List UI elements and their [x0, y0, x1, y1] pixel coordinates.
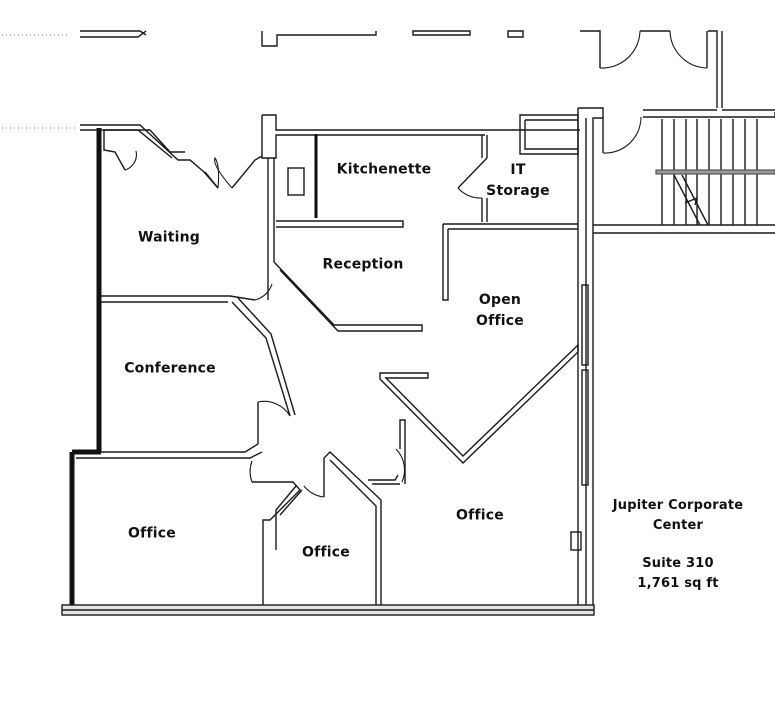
suite-top-wall [80, 114, 580, 300]
room-label-office-right: Office [456, 507, 504, 524]
room-label-waiting: Waiting [137, 229, 201, 246]
building-name-line1: Jupiter Corporate [612, 498, 744, 513]
center-walls [76, 343, 579, 606]
suite-right-wall [570, 107, 604, 612]
room-label-it-storage-line1: IT [510, 162, 526, 178]
room-label-it-storage-line2: Storage [486, 183, 550, 199]
room-label-reception: Reception [322, 256, 404, 273]
it-storage-walls [442, 114, 579, 301]
suite-area: 1,761 sq ft [637, 576, 719, 591]
suite-bottom-wall [61, 604, 595, 616]
room-label-it-storage: IT Storage [486, 160, 550, 202]
suite-number: Suite 310 [642, 556, 714, 571]
reception-walls [101, 261, 423, 444]
building-name-line2: Center [652, 518, 704, 533]
room-label-kitchenette: Kitchenette [336, 161, 432, 178]
room-label-open-office-line2: Office [476, 313, 524, 329]
room-label-office-center: Office [302, 544, 350, 561]
suite-info-block: Jupiter Corporate Center Suite 310 1,761… [613, 496, 744, 594]
room-label-conference: Conference [124, 360, 216, 377]
room-label-open-office: Open Office [476, 290, 524, 332]
top-corridor-walls [2, 30, 723, 108]
room-label-office-left: Office [128, 525, 176, 542]
kitchen-appliance [287, 167, 305, 196]
room-label-open-office-line1: Open [478, 292, 522, 308]
stairwell [593, 109, 775, 234]
